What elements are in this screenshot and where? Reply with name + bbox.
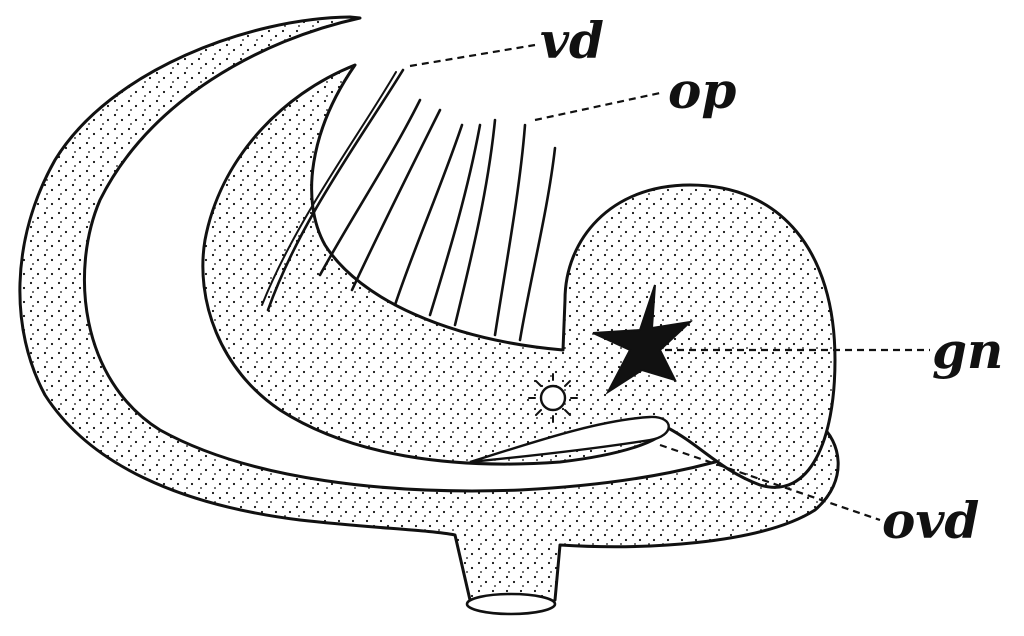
label-op: op bbox=[668, 61, 736, 120]
base-opening bbox=[465, 592, 557, 616]
label-vd: vd bbox=[540, 11, 604, 70]
inner-lobe bbox=[201, 63, 837, 489]
leader-ovd bbox=[659, 443, 881, 522]
leader-op bbox=[534, 91, 661, 122]
label-ovd: ovd bbox=[882, 491, 979, 550]
leader-vd bbox=[409, 43, 536, 68]
label-gn: gn bbox=[932, 321, 1003, 380]
ganglion-star bbox=[592, 284, 694, 395]
oviduct-slit bbox=[469, 415, 670, 464]
outer-lobe bbox=[18, 15, 840, 611]
radiate-organ bbox=[528, 373, 578, 423]
tentacle-filaments bbox=[261, 68, 557, 342]
